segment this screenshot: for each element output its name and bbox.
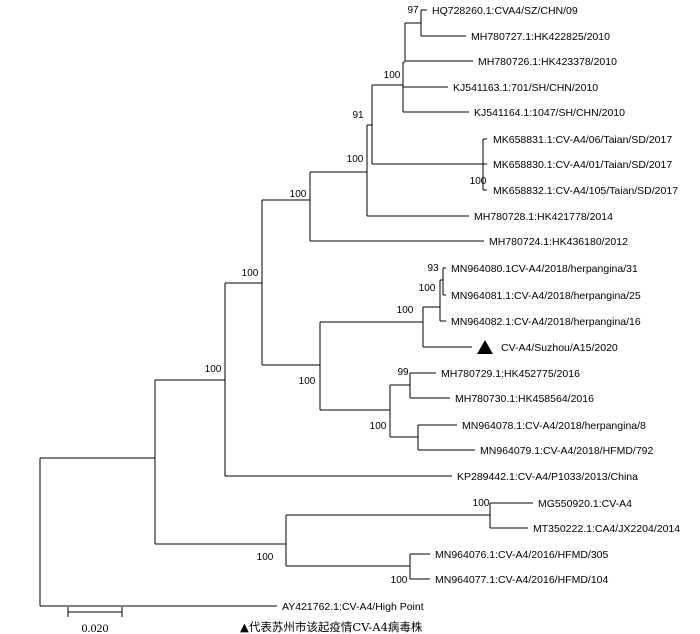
bootstrap-value: 100: [257, 552, 274, 563]
bootstrap-value: 100: [347, 154, 364, 165]
leaf-labels: HQ728260.1:CVA4/SZ/CHN/09MH780727.1:HK42…: [282, 5, 680, 613]
leaf-label: CV-A4/Suzhou/A15/2020: [501, 342, 618, 354]
bootstrap-value: 100: [299, 376, 316, 387]
scale-bar: 0.020: [67, 607, 123, 634]
leaf-label: AY421762.1:CV-A4/High Point: [282, 601, 424, 613]
leaf-label: MN964081.1:CV-A4/2018/herpangina/25: [451, 290, 641, 302]
leaf-label: MK658830.1:CV-A4/01/Taian/SD/2017: [493, 159, 672, 171]
markers: [477, 340, 493, 354]
leaf-label: MH780729.1:HK452775/2016: [441, 368, 580, 380]
bootstrap-labels: 97 100 91 100 100 100 100 93 100 100 100 99 100 100 10…: [205, 5, 490, 586]
leaf-label: MH780726.1:HK423378/2010: [478, 56, 617, 68]
bootstrap-value: 100: [397, 305, 414, 316]
bootstrap-value: 91: [352, 110, 364, 121]
leaf-label: MN964078.1:CV-A4/2018/herpangina/8: [462, 420, 646, 432]
bootstrap-value: 100: [205, 364, 222, 375]
leaf-label: MN964077.1:CV-A4/2016/HFMD/104: [435, 574, 609, 586]
bootstrap-value: 100: [290, 189, 307, 200]
leaf-label: MK658832.1:CV-A4/105/Taian/SD/2017: [493, 185, 678, 197]
leaf-label: KP289442.1:CV-A4/P1033/2013/China: [457, 471, 638, 483]
figure-legend: ▲代表苏州市该起疫情CV-A4病毒株: [240, 620, 423, 634]
leaf-label: MH780727.1:HK422825/2010: [471, 31, 610, 43]
bootstrap-value: 100: [384, 70, 401, 81]
leaf-label: MH780724.1:HK436180/2012: [489, 236, 628, 248]
leaf-label: MN964079.1:CV-A4/2018/HFMD/792: [480, 445, 654, 457]
bootstrap-value: 99: [397, 367, 409, 378]
bootstrap-value: 100: [242, 268, 259, 279]
bootstrap-value: 93: [427, 263, 439, 274]
bootstrap-value: 100: [470, 176, 487, 187]
leaf-label: MH780730.1:HK458564/2016: [455, 393, 594, 405]
bootstrap-value: 100: [391, 575, 408, 586]
leaf-label: MK658831.1:CV-A4/06/Taian/SD/2017: [493, 134, 672, 146]
leaf-label: MH780728.1:HK421778/2014: [474, 211, 613, 223]
leaf-label: KJ541163.1:701/SH/CHN/2010: [453, 82, 598, 94]
bootstrap-value: 100: [419, 283, 436, 294]
leaf-label: MT350222.1:CA4/JX2204/2014: [533, 523, 680, 535]
leaf-label: KJ541164.1:1047/SH/CHN/2010: [474, 107, 625, 119]
scale-bar-label: 0.020: [82, 621, 109, 634]
leaf-label: MN964080.1CV-A4/2018/herpangina/31: [451, 263, 638, 275]
bootstrap-value: 100: [370, 421, 387, 432]
leaf-label: HQ728260.1:CVA4/SZ/CHN/09: [432, 5, 578, 17]
bootstrap-value: 97: [407, 5, 419, 16]
tree-branches: [39, 9, 533, 607]
leaf-label: MN964076.1:CV-A4/2016/HFMD/305: [435, 549, 609, 561]
leaf-label: MN964082.1:CV-A4/2018/herpangina/16: [451, 316, 641, 328]
leaf-label: MG550920.1:CV-A4: [538, 498, 632, 510]
triangle-marker-icon: [477, 340, 493, 354]
bootstrap-value: 100: [473, 498, 490, 509]
